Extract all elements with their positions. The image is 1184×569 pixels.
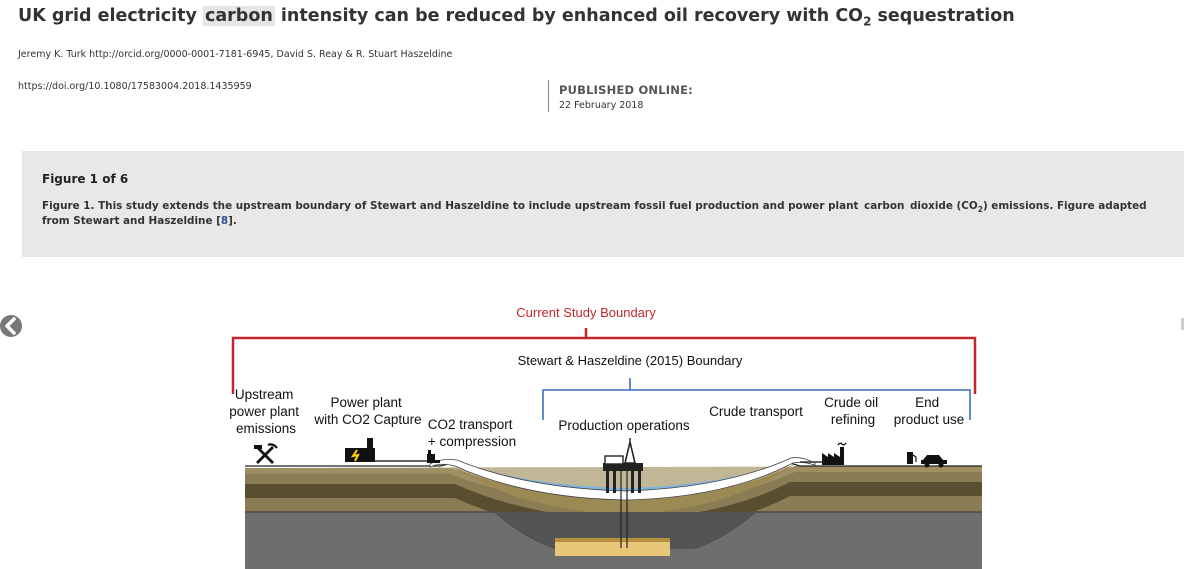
upper-strata [245,466,982,512]
fuel-car-icon [907,452,947,468]
previous-figure-arrow-icon[interactable] [0,313,24,339]
co2-transport-label: CO2 transport + compression [428,417,517,449]
figure-diagram: Current Study Boundary Stewart & Haszeld… [229,305,982,569]
publication-info: PUBLISHED ONLINE: 22 February 2018 [548,80,693,112]
figure-caption: Figure 1. This study extends the upstrea… [42,200,1147,228]
current-study-boundary-bracket [231,336,977,394]
search-highlight: carbon [202,6,275,26]
figure-caption-panel: Figure 1 of 6 Figure 1. This study exten… [22,151,1184,257]
author-list[interactable]: Jeremy K. Turk http://orcid.org/0000-000… [18,49,453,60]
power-plant-label: Power plant with CO2 Capture [313,395,421,427]
refinery-icon [822,442,847,465]
refining-label: Crude oil refining [824,395,882,427]
power-plant-icon [345,438,375,462]
end-use-label: End product use [894,395,965,427]
reference-link[interactable]: 8 [220,215,229,228]
figure-counter: Figure 1 of 6 [42,172,129,186]
next-figure-arrow-icon[interactable] [1181,318,1184,330]
oil-platform-icon [603,438,643,493]
article-title: UK grid electricity carbon intensity can… [18,6,1015,29]
published-date: 22 February 2018 [559,100,644,111]
production-label: Production operations [558,418,690,433]
sh-boundary-label: Stewart & Haszeldine (2015) Boundary [518,353,743,368]
compressor-icon [427,450,440,463]
mining-hammer-pick-icon [254,443,278,464]
published-label: PUBLISHED ONLINE: [559,83,693,97]
oil-reservoir [555,538,670,556]
current-study-boundary-label: Current Study Boundary [516,305,656,320]
upstream-label: Upstream power plant emissions [229,387,303,436]
caption-search-highlight: carbon [862,200,907,212]
basin [450,464,795,514]
crude-transport-label: Crude transport [709,404,803,419]
doi-link[interactable]: https://doi.org/10.1080/17583004.2018.14… [18,81,252,92]
sh-boundary-bracket [542,389,971,420]
